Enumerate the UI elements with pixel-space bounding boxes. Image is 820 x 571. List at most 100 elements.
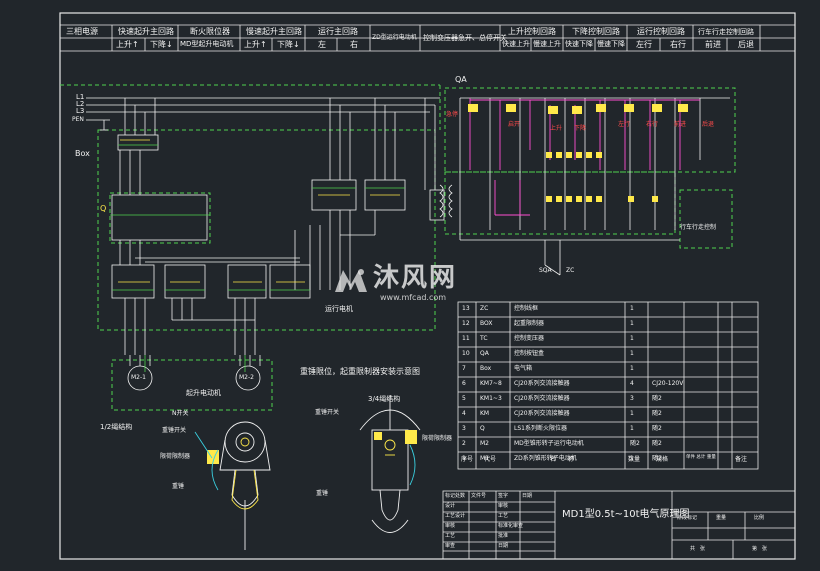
part-qty: 1 — [630, 305, 634, 312]
label-box: Box — [75, 149, 90, 158]
title-block-cell: 签字 — [498, 493, 509, 499]
part-spec: 随2 — [652, 425, 662, 432]
part-name: 电气箱 — [514, 365, 533, 372]
header-cell-5-top: 运行主回路 — [318, 27, 358, 36]
label-sqa: SQA — [539, 267, 552, 274]
tb-scale: 比例 — [754, 515, 765, 521]
button-label-sb1: 急停 — [446, 111, 459, 118]
part-no: 12 — [462, 320, 470, 327]
part-code: M2 — [480, 440, 489, 447]
parts-footer-note: 备注 — [735, 456, 748, 463]
header-cell-11-top: 运行控制回路 — [637, 27, 685, 36]
title-block-cell: 批准 — [498, 533, 509, 539]
part-no: 11 — [462, 335, 470, 342]
part-code: TC — [480, 335, 488, 342]
header-cell-3-bottom: MD型起升电动机 — [180, 40, 234, 48]
install-left-callout-1: N开关 — [172, 410, 189, 417]
part-name: ZD系列锥形转子电动机 — [514, 455, 577, 462]
header-cell-10-top: 下降控制回路 — [572, 27, 620, 36]
title-block-cell: 工艺设计 — [445, 513, 466, 519]
tb-sheet-no: 第 张 — [752, 546, 768, 552]
install-left-callout-2: 重锤开关 — [162, 427, 187, 434]
part-code: KM — [480, 410, 490, 417]
part-name: CJ20系列交流接触器 — [514, 380, 570, 387]
header-cell-4-top: 慢速起升主回路 — [246, 27, 302, 36]
title-block-cell: 工艺 — [445, 533, 456, 539]
part-no: 1 — [462, 455, 466, 462]
part-name: MD型锥形转子运行电动机 — [514, 440, 584, 447]
tb-sheets-total: 共 张 — [690, 546, 706, 552]
header-cell-5-bl: 左 — [318, 40, 326, 49]
button-label-sb8: 后退 — [702, 121, 715, 128]
title-block-cell: 文件号 — [471, 493, 487, 499]
header-cell-1-top: 三相电源 — [66, 27, 98, 36]
install-title: 重锤限位，起重限制器安装示意图 — [300, 367, 420, 376]
part-no: 5 — [462, 395, 466, 402]
part-qty: 1 — [630, 410, 634, 417]
header-cell-10-br: 慢速下降 — [597, 40, 625, 48]
title-block-cell: 日期 — [498, 543, 509, 549]
part-spec: 随2 — [652, 440, 662, 447]
label-l1: L1 — [76, 93, 85, 101]
header-cell-5-br: 右 — [350, 40, 358, 49]
title-block-cell: 审核 — [445, 523, 456, 529]
header-cell-12-top: 行车行走控制回路 — [698, 28, 754, 36]
button-label-sb7: 前进 — [674, 121, 687, 128]
parts-footer-no: 序号 — [461, 456, 474, 463]
part-name: CJ20系列交流接触器 — [514, 410, 570, 417]
label-pen: PEN — [72, 116, 84, 123]
label-m2-2: M2-2 — [239, 374, 254, 381]
part-code: Q — [480, 425, 485, 432]
part-no: 2 — [462, 440, 466, 447]
watermark-logo-icon — [331, 262, 371, 306]
label-zc: ZC — [566, 267, 575, 274]
header-cell-2-br: 下降↓ — [150, 40, 173, 49]
header-cell-8: 急开、总停开关 — [458, 34, 507, 42]
part-no: 3 — [462, 425, 466, 432]
header-cell-4-bl: 上升↑ — [244, 40, 267, 49]
header-cell-12-bl: 前进 — [705, 40, 721, 49]
part-qty: 1 — [630, 365, 634, 372]
part-name: 控制线框 — [514, 305, 539, 312]
title-block-cell: 标记处数 — [445, 493, 466, 499]
header-cell-11-br: 右行 — [670, 40, 686, 49]
part-qty: 随2 — [630, 440, 640, 447]
header-cell-4-br: 下降↓ — [277, 40, 300, 49]
tb-stage-mark: 阶段标记 — [677, 515, 698, 521]
header-cell-9-top: 上升控制回路 — [508, 27, 556, 36]
part-name: 控制变压器 — [514, 335, 545, 342]
part-name: CJ20系列交流接触器 — [514, 395, 570, 402]
header-cell-11-bl: 左行 — [636, 40, 652, 49]
install-left-callout-3: 限荷限制器 — [160, 453, 191, 460]
install-left-caption: 1/2绳结构 — [100, 423, 133, 431]
header-cell-12-br: 后退 — [738, 40, 754, 49]
header-cell-3-top: 断火限位器 — [190, 27, 230, 36]
part-no: 7 — [462, 365, 466, 372]
tb-weight: 重量 — [716, 515, 727, 521]
part-qty: 3 — [630, 395, 634, 402]
part-spec: 随2 — [652, 455, 662, 462]
drawing-title: MD1型0.5t~10t电气原理图 — [562, 509, 690, 520]
label-l2: L2 — [76, 100, 85, 108]
part-spec: 随2 — [652, 410, 662, 417]
title-block-cell: 工艺 — [498, 513, 509, 519]
parts-footer-spec: 规格 — [656, 456, 669, 463]
label-q: Q — [100, 204, 107, 213]
header-cell-2-top: 快速起升主回路 — [118, 27, 174, 36]
part-spec: 随2 — [652, 395, 662, 402]
header-cell-2-bl: 上升↑ — [116, 40, 139, 49]
button-label-sb2: 启开 — [508, 121, 521, 128]
part-code: KM1~3 — [480, 395, 502, 402]
part-qty: 4 — [630, 380, 634, 387]
parts-footer-qty: 数量 — [628, 456, 641, 463]
part-code: KM7~8 — [480, 380, 502, 387]
part-code: BOX — [480, 320, 493, 327]
part-qty: 1 — [630, 455, 634, 462]
label-run-motor: 运行电机 — [325, 305, 353, 313]
button-label-sb5: 左行 — [618, 121, 631, 128]
title-block-cell: 设计 — [445, 503, 456, 509]
part-no: 6 — [462, 380, 466, 387]
install-right-callout-1: 重锤开关 — [315, 409, 340, 416]
